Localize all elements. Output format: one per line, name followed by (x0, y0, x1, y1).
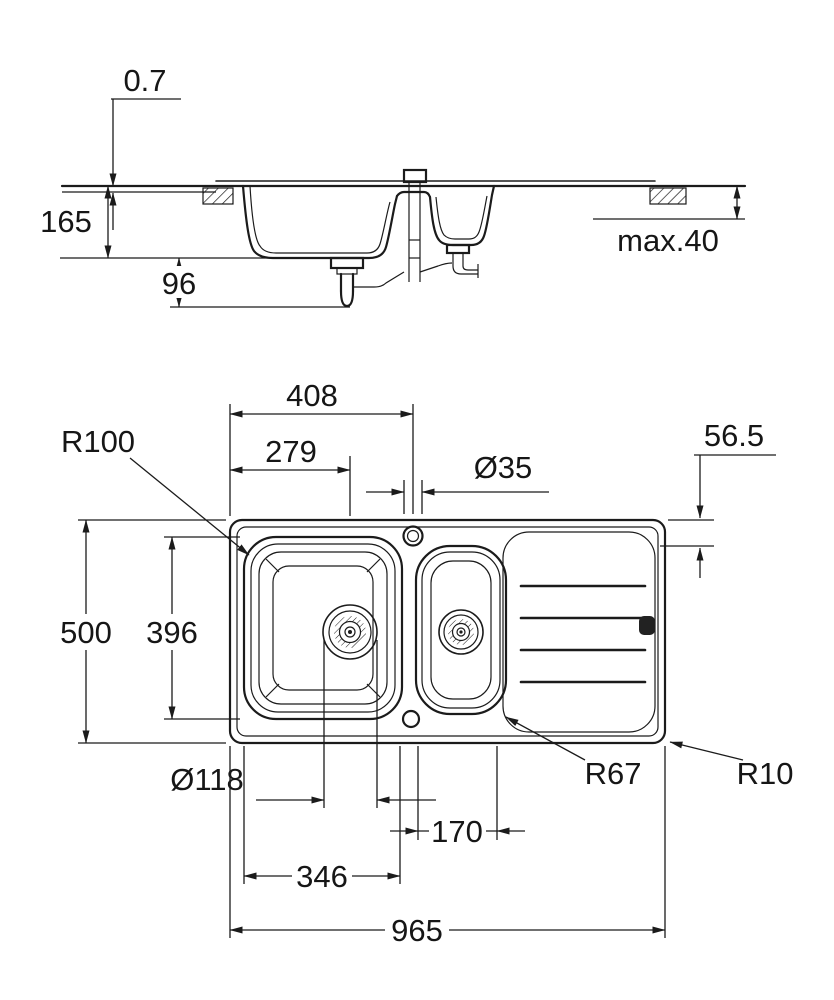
dim-tap-hole-diameter-label: Ø35 (474, 450, 533, 485)
sink-inner-rim (236, 526, 659, 737)
large-bowl-profile-inner (249, 185, 391, 254)
small-bowl-profile-outer (428, 184, 496, 247)
radius-transition-leader (505, 716, 586, 761)
plan-view-dimensions: 408 279 Ø35 56.5 500 396 (56, 378, 793, 948)
dim-edge-to-bowl-label: 56.5 (704, 418, 764, 453)
side-view-dimensions: 0.7 165 96 max.40 (40, 63, 745, 308)
radius-corner-label: R10 (737, 756, 794, 791)
plan-view-drawing (228, 518, 667, 745)
small-bowl (414, 544, 508, 716)
plan-view: 408 279 Ø35 56.5 500 396 (56, 378, 793, 948)
dim-overall-depth-label: 500 (60, 615, 112, 650)
dim-bowl-length-label: 396 (146, 615, 198, 650)
tap-hole (402, 525, 424, 547)
overflow-slot (639, 616, 655, 635)
dim-install-depth-label: 165 (40, 204, 92, 239)
side-view-drawing (60, 168, 747, 308)
counter-section-hatch-left (202, 187, 234, 205)
dim-bowl-width-label: 346 (296, 859, 348, 894)
drainboard (502, 531, 656, 733)
radius-bowl-corner-leader (129, 457, 250, 556)
radius-transition-label: R67 (585, 756, 642, 791)
dim-overall-width-label: 965 (391, 913, 443, 948)
drain-plumbing (329, 243, 479, 308)
dim-drain-from-left-label: 279 (265, 434, 317, 469)
dim-tap-to-drain-label: 170 (431, 814, 483, 849)
large-bowl-profile-outer (241, 184, 399, 260)
front-hole (401, 709, 421, 729)
radius-bowl-corner-label: R100 (61, 424, 135, 459)
small-bowl-profile-inner (435, 195, 488, 240)
sink-outline (228, 518, 667, 745)
side-view: 0.7 165 96 max.40 (40, 63, 747, 308)
counter-section-hatch-right (649, 187, 687, 205)
dim-drain-clearance-label: 96 (162, 266, 196, 301)
dim-tap-from-left-label: 408 (286, 378, 338, 413)
bowl-divider-profile (395, 190, 432, 199)
dim-rim-thickness-label: 0.7 (123, 63, 166, 98)
large-bowl (242, 535, 404, 721)
overflow-assembly (402, 168, 428, 282)
dim-drain-diameter-label: Ø118 (170, 762, 244, 797)
large-bowl-drain (322, 604, 378, 660)
dim-max-counter-label: max.40 (617, 223, 719, 258)
radius-corner-leader (669, 741, 744, 761)
small-bowl-drain (438, 609, 484, 655)
